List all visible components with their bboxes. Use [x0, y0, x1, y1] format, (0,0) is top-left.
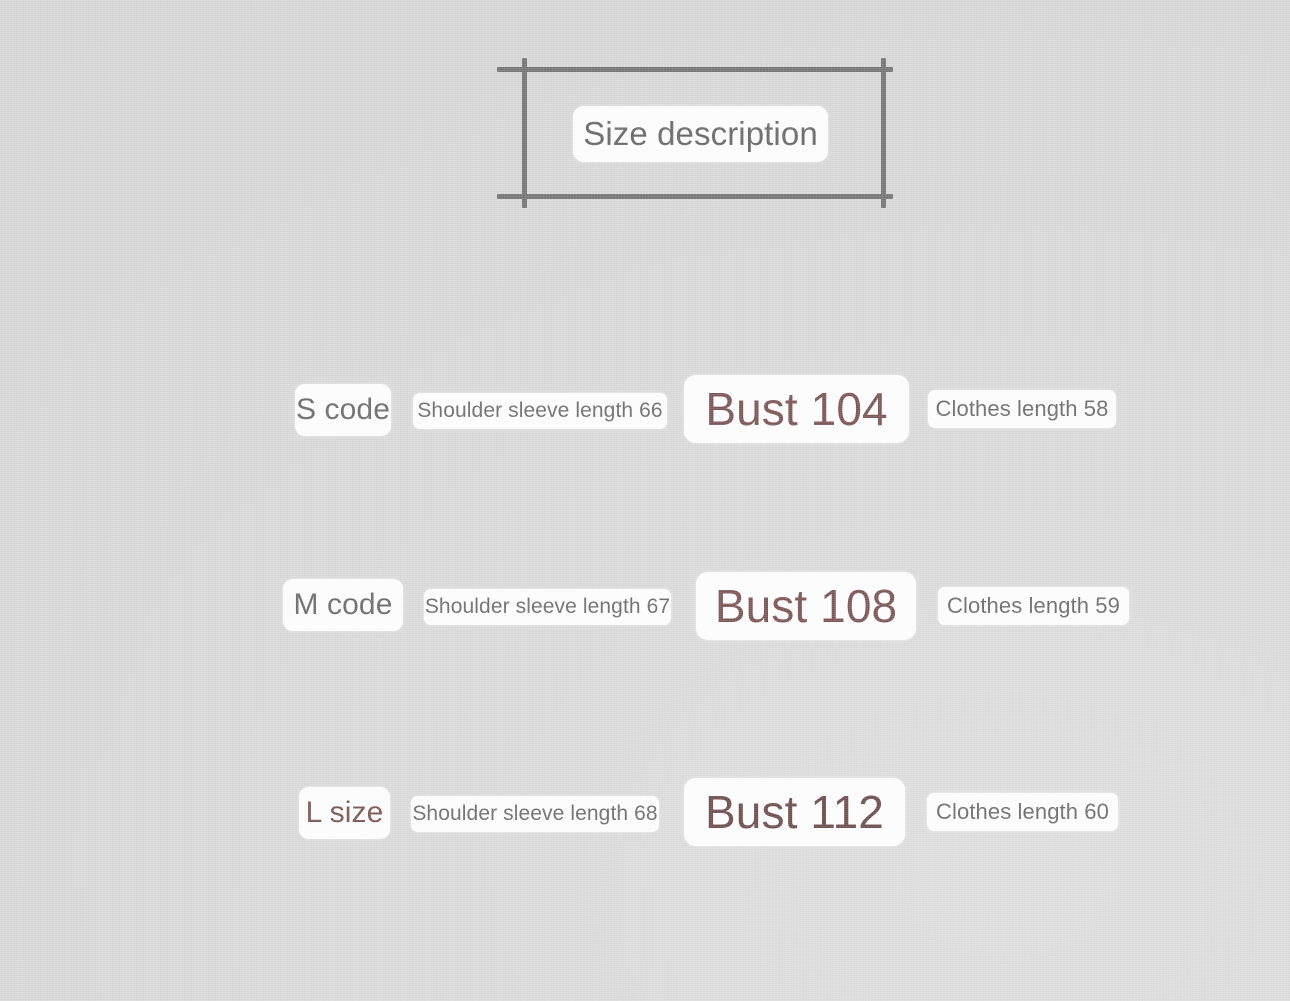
size-code-badge: M code: [283, 579, 403, 631]
table-row: S code Shoulder sleeve length 66 Bust 10…: [0, 374, 1290, 454]
header-frame: [497, 58, 893, 208]
clothes-length-text: Clothes length 60: [936, 799, 1109, 824]
bust-badge: Bust 108: [696, 572, 916, 640]
size-code-text: M code: [293, 588, 393, 621]
shoulder-sleeve-badge: Shoulder sleeve length 68: [411, 796, 659, 832]
clothes-length-text: Clothes length 58: [935, 396, 1109, 421]
clothes-length-badge: Clothes length 59: [938, 587, 1129, 625]
shoulder-sleeve-text: Shoulder sleeve length 68: [412, 802, 658, 825]
clothes-length-badge: Clothes length 60: [927, 793, 1118, 831]
bust-badge: Bust 112: [684, 778, 905, 846]
page-title: Size description: [573, 106, 828, 162]
frame-line-left: [522, 58, 527, 208]
bust-badge: Bust 104: [684, 375, 909, 443]
frame-line-right: [881, 58, 886, 208]
size-code-badge: L size: [299, 787, 390, 839]
frame-line-bottom: [497, 194, 893, 199]
shoulder-sleeve-badge: Shoulder sleeve length 66: [413, 393, 667, 429]
table-row: L size Shoulder sleeve length 68 Bust 11…: [0, 778, 1290, 858]
size-code-text: S code: [296, 393, 390, 426]
size-code-badge: S code: [295, 384, 391, 436]
clothes-length-text: Clothes length 59: [947, 593, 1120, 618]
bust-text: Bust 112: [705, 786, 884, 838]
shoulder-sleeve-text: Shoulder sleeve length 67: [424, 595, 671, 618]
shoulder-sleeve-text: Shoulder sleeve length 66: [417, 399, 663, 422]
page-title-text: Size description: [583, 115, 818, 152]
table-row: M code Shoulder sleeve length 67 Bust 10…: [0, 572, 1290, 652]
size-code-text: L size: [305, 796, 384, 829]
bust-text: Bust 104: [705, 383, 888, 435]
shoulder-sleeve-badge: Shoulder sleeve length 67: [424, 589, 671, 625]
bust-text: Bust 108: [714, 580, 898, 632]
frame-line-top: [497, 67, 893, 72]
clothes-length-badge: Clothes length 58: [928, 390, 1116, 428]
